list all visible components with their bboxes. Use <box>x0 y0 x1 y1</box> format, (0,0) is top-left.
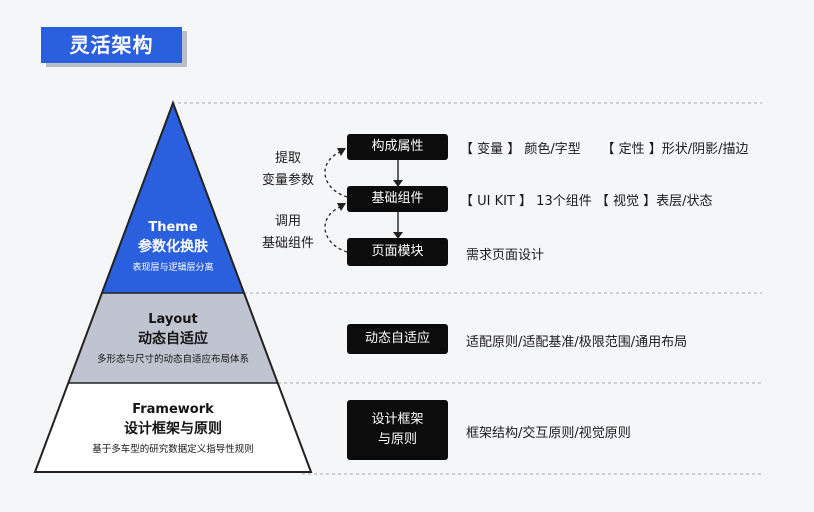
invoke-label: 调用 基础组件 <box>253 211 323 255</box>
attributes-desc: 【 变量 】 颜色/字型 【 定性 】形状/阴影/描边 <box>460 142 749 157</box>
extract-arrowhead <box>337 148 346 156</box>
framework-desc-right: 框架结构/交互原则/视觉原则 <box>466 426 631 441</box>
theme-label-group: Theme 参数化换肤 表现层与逻辑层分离 <box>103 219 243 275</box>
framework-desc: 基于多车型的研究数据定义指导性规则 <box>92 444 254 455</box>
framework-en: Framework <box>132 402 214 417</box>
pyramid-outline <box>33 100 313 473</box>
theme-desc: 表现层与逻辑层分离 <box>132 263 214 273</box>
pyramid-layer-theme <box>102 103 244 293</box>
framework-zh: 设计框架与原则 <box>124 421 222 437</box>
extract-label-line1: 提取 <box>274 151 301 166</box>
invoke-curve-arrow <box>324 206 348 253</box>
page-module-box: 页面模块 <box>347 238 448 266</box>
extract-label-line2: 变量参数 <box>261 173 314 188</box>
components-desc: 【 UI KIT 】 13个组件 【 视觉 】表层/状态 <box>460 194 713 209</box>
pyramid-layer-framework <box>35 383 311 472</box>
layout-label-group: Layout 动态自适应 多形态与尺寸的动态自适应布局体系 <box>75 311 271 367</box>
layout-zh: 动态自适应 <box>138 331 208 347</box>
layout-desc: 多形态与尺寸的动态自适应布局体系 <box>96 354 249 365</box>
framework-label-group: Framework 设计框架与原则 基于多车型的研究数据定义指导性规则 <box>50 401 296 457</box>
theme-en: Theme <box>148 220 198 235</box>
arrowhead-down-2 <box>393 232 403 239</box>
framework-box-line1: 设计框架 <box>371 412 424 427</box>
extract-curve-arrow <box>324 151 348 198</box>
attributes-box: 构成属性 <box>347 134 448 160</box>
framework-box: 设计框架 与原则 <box>347 400 448 460</box>
invoke-label-line1: 调用 <box>274 214 301 229</box>
page-module-desc: 需求页面设计 <box>466 248 545 263</box>
page-title: 灵活架构 <box>41 27 182 63</box>
arrowhead-down-1 <box>393 180 403 187</box>
invoke-arrowhead <box>337 203 346 211</box>
adaptive-box: 动态自适应 <box>347 324 448 354</box>
theme-zh: 参数化换肤 <box>138 239 208 255</box>
adaptive-desc: 适配原则/适配基准/极限范围/通用布局 <box>466 335 688 350</box>
layout-en: Layout <box>148 312 198 327</box>
extract-label: 提取 变量参数 <box>253 148 323 192</box>
framework-box-line2: 与原则 <box>377 432 417 447</box>
pyramid-layer-layout <box>68 293 278 383</box>
components-box: 基础组件 <box>347 186 448 212</box>
invoke-label-line2: 基础组件 <box>261 236 314 251</box>
